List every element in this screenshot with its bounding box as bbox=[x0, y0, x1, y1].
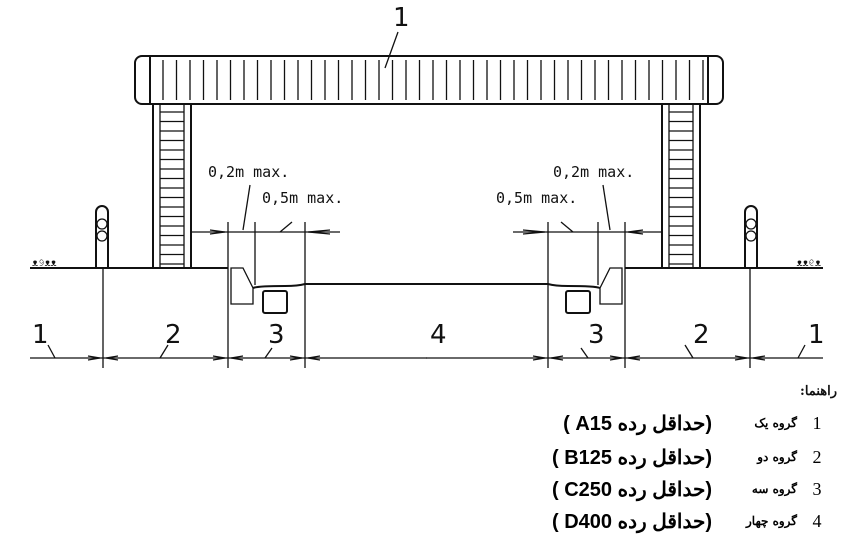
vegetation-symbol: ᴥ𝟿ᴥᴥ bbox=[32, 258, 57, 269]
dim-right-large: 0,5m max. bbox=[496, 189, 577, 207]
legend-class: (حداقل رده B125 ) bbox=[552, 446, 712, 469]
dim-right-small: 0,2m max. bbox=[553, 163, 634, 181]
zone-label-1-left: 1 bbox=[32, 320, 49, 350]
legend-number: 3 bbox=[812, 478, 822, 499]
zone-label-3-left: 3 bbox=[268, 320, 285, 350]
road-surface bbox=[252, 283, 427, 289]
legend-class: (حداقل رده D400 ) bbox=[552, 510, 712, 533]
bollard bbox=[95, 205, 109, 268]
zone-label-3-right: 3 bbox=[588, 320, 605, 350]
canopy-roof bbox=[134, 31, 724, 105]
dim-left-large: 0,5m max. bbox=[262, 189, 343, 207]
zone-label-4: 4 bbox=[430, 320, 447, 350]
legend-row: 4 گروه چهار (حداقل رده D400 ) bbox=[552, 506, 837, 536]
legend-group: گروه سه bbox=[751, 482, 797, 496]
legend-number: 4 bbox=[812, 510, 822, 531]
legend-row: 3 گروه سه (حداقل رده C250 ) bbox=[552, 474, 837, 504]
legend-class: (حداقل رده A15 ) bbox=[563, 412, 712, 435]
legend-number: 2 bbox=[812, 446, 822, 467]
pillar bbox=[152, 103, 192, 269]
drainage-channel bbox=[262, 290, 288, 314]
callout-leader bbox=[384, 31, 399, 69]
legend-row: 2 گروه دو (حداقل رده B125 ) bbox=[552, 442, 837, 472]
legend-class: (حداقل رده C250 ) bbox=[552, 478, 712, 501]
legend-group: گروه یک bbox=[754, 416, 797, 430]
legend-row: 1 گروه یک (حداقل رده A15 ) bbox=[563, 408, 837, 438]
left-half: ᴥ𝟿ᴥᴥ bbox=[30, 103, 427, 368]
dimension-lines bbox=[30, 184, 427, 368]
callout-label: 1 bbox=[393, 3, 410, 33]
legend-group: گروه چهار bbox=[746, 514, 797, 528]
dim-left-small: 0,2m max. bbox=[208, 163, 289, 181]
legend-title: راهنما: bbox=[800, 384, 837, 399]
right-half bbox=[425, 103, 824, 369]
zone-label-1-right: 1 bbox=[808, 320, 825, 350]
zone-label-2-right: 2 bbox=[693, 320, 710, 350]
zone-label-2-left: 2 bbox=[165, 320, 182, 350]
legend-number: 1 bbox=[812, 412, 822, 433]
legend-group: گروه دو bbox=[757, 450, 797, 464]
kerb bbox=[230, 267, 254, 305]
